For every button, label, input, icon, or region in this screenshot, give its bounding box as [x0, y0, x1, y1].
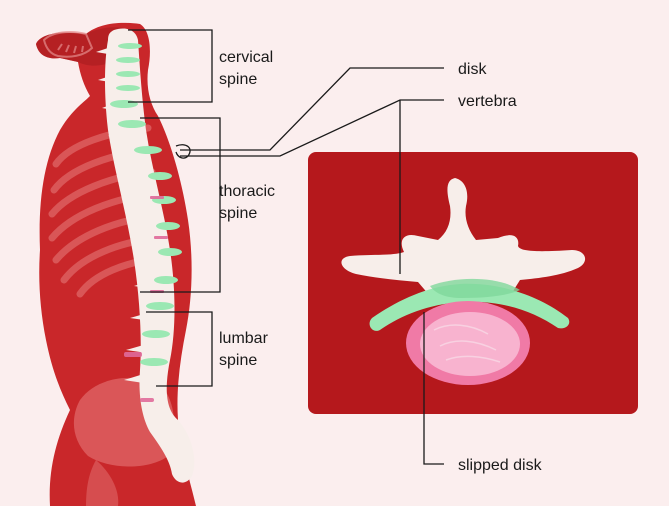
vertebra-label: vertebra — [458, 91, 517, 113]
lumbar-label-line2: spine — [219, 352, 257, 369]
cervical-label-line2: spine — [219, 71, 257, 88]
cervical-label-line1: cervical — [219, 49, 273, 66]
disk-label: disk — [458, 59, 486, 81]
thoracic-spine-label: thoracic spine — [219, 181, 275, 225]
thoracic-label-line2: spine — [219, 205, 257, 222]
slipped-disk-label: slipped disk — [458, 455, 542, 477]
thoracic-label-line1: thoracic — [219, 183, 275, 200]
slipped-disk-inner — [420, 312, 520, 376]
lumbar-label-line1: lumbar — [219, 330, 268, 347]
cervical-spine-label: cervical spine — [219, 47, 273, 91]
lumbar-spine-label: lumbar spine — [219, 328, 268, 372]
